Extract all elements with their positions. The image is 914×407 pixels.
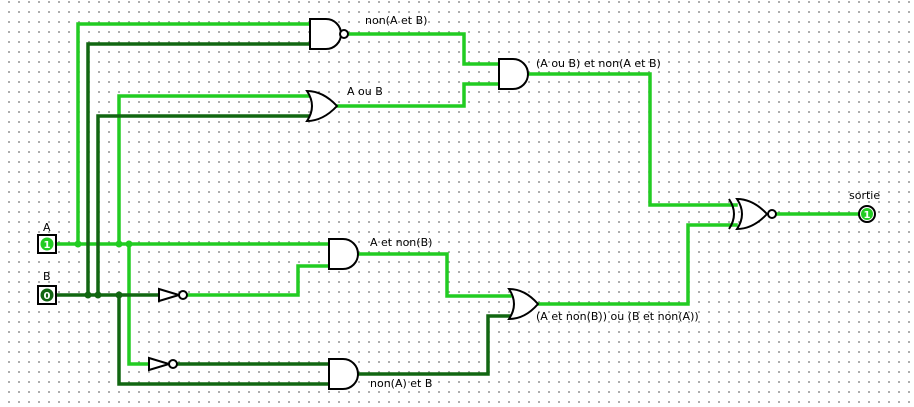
- label-and-top: (A ou B) et non(A et B): [536, 57, 661, 70]
- wire-a-to-nand[interactable]: [76, 22, 310, 246]
- wire-and-bottom-out[interactable]: [356, 314, 512, 376]
- junction-dot: [115, 240, 123, 248]
- and-gate-middle[interactable]: [328, 238, 359, 270]
- junction-dot: [84, 291, 92, 299]
- pin-b-value: 0: [44, 291, 51, 302]
- label-input-b: B: [43, 270, 51, 283]
- junction-dot: [115, 291, 123, 299]
- label-and-bottom: non(A) et B: [370, 377, 432, 390]
- and-gate-top[interactable]: [498, 58, 529, 90]
- wire-a-to-not[interactable]: [127, 242, 152, 366]
- not-gate-b[interactable]: [158, 287, 188, 303]
- wire-or-out[interactable]: [335, 82, 501, 108]
- and-gate-bottom[interactable]: [328, 358, 359, 390]
- pin-b-led: [40, 288, 54, 302]
- wires: [56, 22, 862, 386]
- output-pin-sortie[interactable]: 1: [858, 205, 876, 223]
- nand-bubble: [339, 29, 349, 39]
- junction-dot: [125, 240, 133, 248]
- label-or-bottom: (A et non(B)) ou (B et non(A)): [536, 310, 699, 323]
- or-gate[interactable]: [305, 89, 339, 123]
- junction-dot: [74, 240, 82, 248]
- label-and-middle: A et non(B): [370, 236, 432, 249]
- wire-nand-out[interactable]: [346, 32, 501, 66]
- wire-and-mid-out[interactable]: [356, 252, 512, 298]
- or-gate-bottom[interactable]: [507, 287, 540, 321]
- label-input-a: A: [43, 221, 51, 234]
- output-value: 1: [864, 210, 871, 221]
- input-pin-a[interactable]: 1: [37, 234, 57, 254]
- wire-b-to-and-bottom[interactable]: [117, 293, 331, 386]
- not-gate-a[interactable]: [148, 356, 178, 372]
- pin-a-value: 1: [44, 240, 51, 251]
- wire-or-bottom-out[interactable]: [536, 223, 738, 306]
- label-nand: non(A et B): [365, 14, 427, 27]
- wire-not-b-out[interactable]: [185, 264, 331, 297]
- junctions: [74, 240, 133, 299]
- nand-gate[interactable]: [309, 18, 349, 50]
- label-or: A ou B: [347, 85, 383, 98]
- output-led: [861, 208, 873, 220]
- wire-b-to-nand[interactable]: [86, 42, 310, 297]
- pin-a-led: [40, 237, 54, 251]
- not-b-bubble: [178, 290, 188, 300]
- junction-dot: [94, 291, 102, 299]
- wire-b-to-or[interactable]: [96, 114, 310, 297]
- label-output: sortie: [849, 189, 880, 202]
- wire-a-to-or[interactable]: [117, 94, 310, 246]
- not-a-bubble: [168, 359, 178, 369]
- xnor-gate[interactable]: [728, 197, 777, 231]
- wire-and-top-out[interactable]: [526, 72, 738, 207]
- input-pin-b[interactable]: 0: [37, 285, 57, 305]
- xnor-extra-arc: [728, 198, 735, 230]
- xnor-bubble: [767, 209, 777, 219]
